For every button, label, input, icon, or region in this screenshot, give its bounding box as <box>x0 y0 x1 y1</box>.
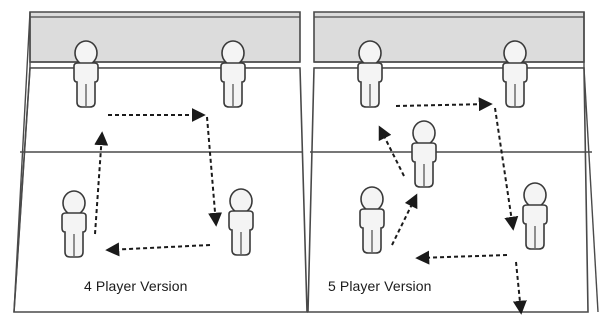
player-figure-icon <box>61 190 87 258</box>
court-left <box>13 11 308 313</box>
panel-caption-five-player: 5 Player Version <box>328 278 432 294</box>
player-figure-icon <box>220 40 246 108</box>
pass-arrows-right <box>378 97 527 315</box>
dashed-arrow-icon <box>512 261 527 315</box>
dashed-arrow-icon <box>206 116 223 227</box>
panel-four-player <box>13 11 308 313</box>
player-figure-icon <box>502 40 528 108</box>
dashed-arrow-icon <box>105 242 211 257</box>
court-right <box>307 11 599 313</box>
player-figure-icon <box>359 186 385 254</box>
dashed-arrow-icon <box>391 193 418 246</box>
pass-arrows-left <box>94 108 223 257</box>
dashed-arrow-icon <box>494 107 519 231</box>
panel-five-player <box>307 11 599 315</box>
player-figure-icon <box>522 182 548 250</box>
dashed-arrow-icon <box>94 131 109 235</box>
dashed-arrow-icon <box>378 125 405 177</box>
player-figure-icon <box>411 120 437 188</box>
dashed-arrow-icon <box>395 97 493 112</box>
panel-caption-four-player: 4 Player Version <box>84 278 188 294</box>
player-figure-icon <box>357 40 383 108</box>
player-figure-icon <box>73 40 99 108</box>
player-figure-icon <box>228 188 254 256</box>
dashed-arrow-icon <box>415 250 508 265</box>
